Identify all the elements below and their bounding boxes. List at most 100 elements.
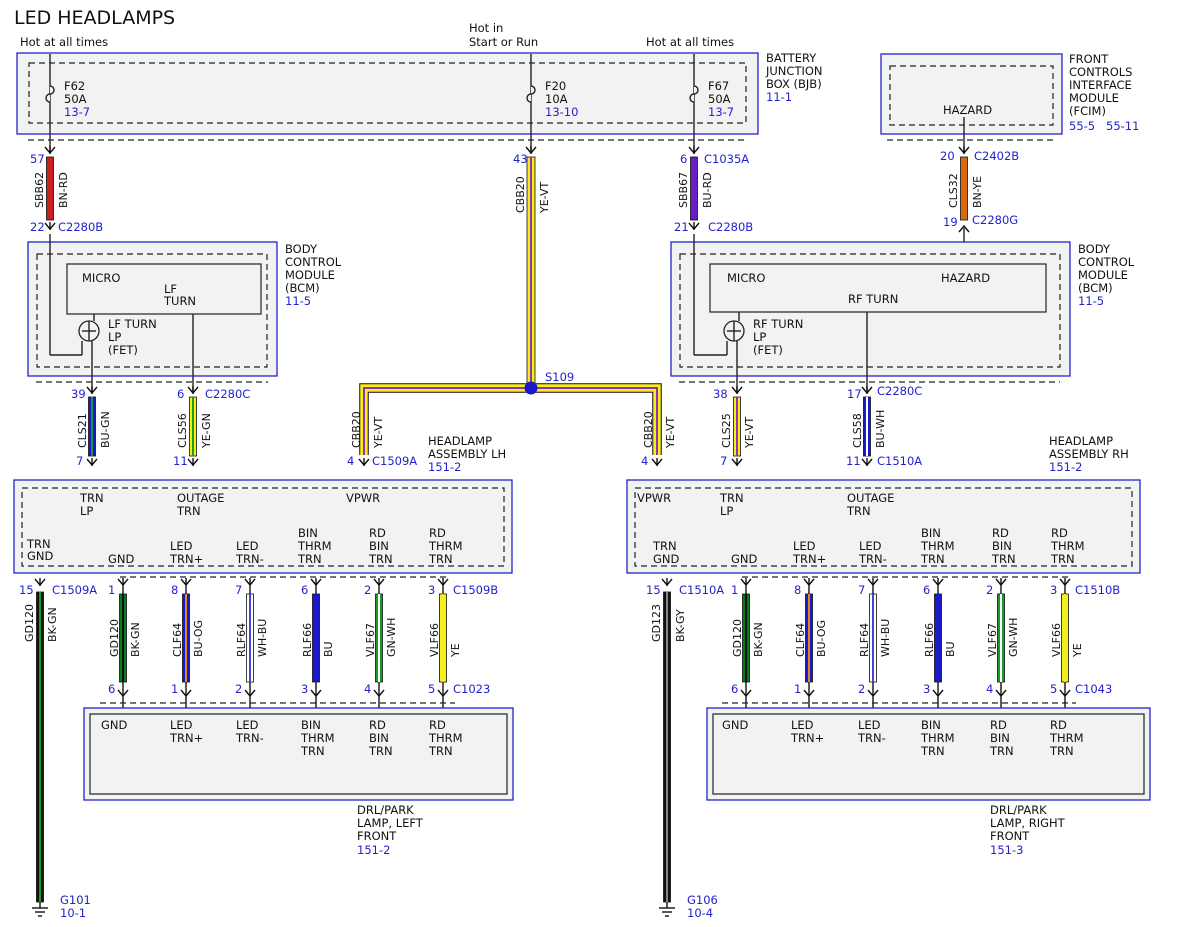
fcim-hazard: HAZARD [943,103,992,117]
wire-stripe [808,594,810,682]
fcim-name-2: CONTROLS [1069,65,1132,79]
cbb20-top-color: YE-VT [538,181,551,214]
ground-wire-gd123 [666,592,668,902]
rh-bot-trn-gnd-1: TRN [652,539,677,553]
pin-arrow-icon [1059,689,1071,698]
drl-park-lamp-left: GND LED TRN+ LED TRN- BIN THRM TRN RD BI… [83,702,514,857]
pin-arrow-icon [803,689,815,698]
wire-circuit: VLF66 [428,623,441,657]
bcm-right-name-4: (BCM) [1078,281,1113,295]
bcm-left-fet-2: LP [108,330,121,344]
lh-top-outage-trn: TRN [176,504,201,518]
cls21-bottom-pin: 7 [76,454,83,468]
sbb62-circuit: SBB62 [33,172,46,208]
drl-left-led-1: LED [170,718,193,732]
wire-circuit: RLF64 [858,623,871,657]
lh-bot-rdthrm-3: TRN [428,552,453,566]
lh-bot-rdbin-3: TRN [368,552,393,566]
ground-wire-rh: 15 C1510A GD123 BK-GY G106 10-4 [646,577,724,920]
rh-bot-led-1: LED [793,539,816,553]
drl-right-rdthrm-2: THRM [1049,731,1084,745]
bcm-left-ref: 11-5 [285,294,311,308]
wire-stripe [249,594,251,682]
drl-left-bin-1: BIN [301,718,321,732]
pin-arrow-icon [740,689,752,698]
fcim-name-1: FRONT [1069,52,1109,66]
fuse-f67-ref: 13-7 [708,105,734,119]
cls58-bottom-pin: 11 [846,454,861,468]
cbb20-right-color: YE-VT [664,416,677,449]
wire-top-pin: 1 [731,583,738,597]
wire-circuit: GD120 [731,619,744,657]
rh-name-1: HEADLAMP [1049,434,1113,448]
lh-bot-bin-2: THRM [297,539,332,553]
cls21-circuit: CLS21 [76,413,89,448]
bcm-left-fet-3: (FET) [108,343,138,357]
drl-left-name-2: LAMP, LEFT [357,816,424,830]
cbb20-left-circuit: CBB20 [350,411,363,448]
bcm-left-name-2: CONTROL [285,255,342,269]
lh-bot-bin-3: TRN [297,552,322,566]
bjb-name-3: BOX (BJB) [766,77,822,91]
wire-stripe [185,594,187,682]
drl-right-conn: C1043 [1075,682,1112,696]
ground-g101-ref: 10-1 [60,906,86,920]
rh-bot-bin-3: TRN [920,552,945,566]
wire-top-pin: 6 [923,583,930,597]
cls58-top-conn: C2280C [877,384,922,398]
bcm-left-name-4: (BCM) [285,281,320,295]
wire-stripe [872,594,874,682]
cbb20-left-color: YE-VT [372,416,385,449]
drl-right-led-1: LED [791,718,814,732]
rh-bot-trn-gnd-2: GND [653,552,680,566]
wire-top-pin: 8 [794,583,801,597]
fuse-f67-icon [689,85,699,103]
lh-out-conn: C1509B [453,583,498,597]
cbb20-left-bottom-pin: 4 [347,454,354,468]
wire-bottom-pin: 3 [923,682,930,696]
pin-arrow-icon [995,689,1007,698]
sbb67-top-pin: 6 [680,152,687,166]
drl-right-gnd: GND [722,718,749,732]
wire-top-pin: 7 [858,583,865,597]
drl-right-name-2: LAMP, RIGHT [990,816,1066,830]
fuse-f20-icon [526,85,536,103]
lh-bot-ledm-2: TRN- [235,552,264,566]
wire-stripe [442,594,444,682]
cbb20-top-circuit: CBB20 [514,176,527,213]
wire-color: BK-GN [129,622,142,657]
cls21-top-pin: 39 [71,387,86,401]
lh-ground-conn: C1509A [52,583,97,597]
wire-color: YE [1071,643,1084,658]
lh-bot-led-1: LED [170,539,193,553]
rh-out-conn: C1510B [1075,583,1120,597]
drl-park-lamp-right: GND LED TRN+ LED TRN- BIN THRM TRN RD BI… [706,702,1151,857]
pin-arrow-icon [437,689,449,698]
wire-circuit: VLF67 [364,623,377,657]
wire-circuit: CLF64 [794,623,807,657]
fuse-f20-ref: 13-10 [545,105,578,119]
drl-right-name-3: FRONT [990,829,1030,843]
wire-stripe [1064,594,1066,682]
pin-arrow-icon [932,689,944,698]
bcm-left-lf-turn-1: LF [164,282,177,296]
wire-cbb20-top [530,157,532,385]
cbb20-left-bottom-conn: C1509A [372,454,417,468]
wire-circuit: VLF66 [1050,623,1063,657]
wire-circuit: GD120 [108,619,121,657]
rh-ref: 151-2 [1049,460,1082,474]
cls56-color: YE-GN [200,413,213,449]
wire-color: WH-BU [256,619,269,657]
wire-color: BU-OG [192,620,205,657]
drl-left-gnd: GND [101,718,128,732]
rh-top-vpwr: VPWR [637,491,671,505]
bcm-right-fet-3: (FET) [753,343,783,357]
drl-right-led-2: TRN+ [790,731,824,745]
rh-bot-ledm-1: LED [859,539,882,553]
